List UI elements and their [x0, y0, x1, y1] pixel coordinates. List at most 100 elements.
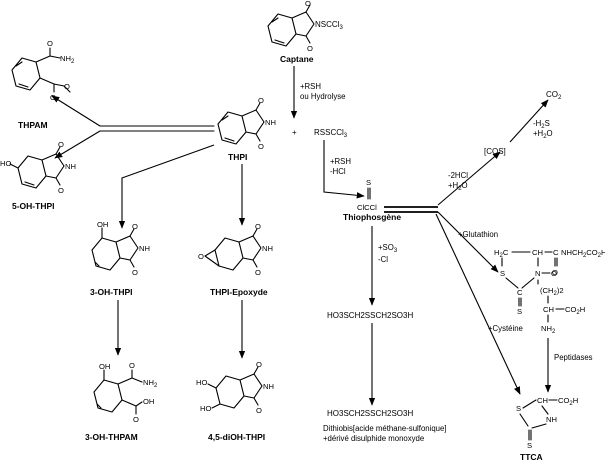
thiophosgene-label: Thiophosgène	[343, 212, 401, 222]
oh3-thpam-structure: OH O NH2 OH O	[93, 361, 158, 424]
ttca-s-label: S	[516, 404, 521, 413]
glu-h2c-label: H2C	[494, 248, 509, 259]
captane-label: Captane	[280, 54, 314, 64]
glu-nhch2co2h-label: NHCH2CO2H	[561, 248, 605, 259]
ttca-s2-label: S	[527, 441, 532, 450]
rssccl3-label: RSSCCl3	[314, 128, 348, 139]
oh3-o1-label: O	[132, 222, 138, 231]
co2-label: CO2	[546, 90, 562, 101]
glu-n-label: N	[535, 269, 540, 278]
captane-o1-label: O	[305, 0, 311, 8]
glu-co2h-label: CO2H	[565, 305, 585, 316]
oh5-thpi-structure: HO O O NH	[0, 140, 76, 195]
thpi-label: THPI	[228, 152, 247, 162]
thpam-o-label: O	[47, 39, 53, 48]
arrow-to-thiophosgene	[323, 140, 365, 199]
condition-glutathion: +Glutathion	[458, 230, 498, 239]
arrow-to-thpam	[51, 95, 101, 127]
condition-h2o-1: +H2O	[448, 181, 468, 192]
oh5-thpi-label: 5-OH-THPI	[12, 201, 55, 211]
thpam-o2-label: O	[64, 82, 70, 91]
condition-rsh-1: +RSH	[300, 82, 321, 91]
dioh-o1-label: O	[256, 360, 262, 369]
condition-h2o-2: +H2O	[533, 129, 553, 140]
glu-c-label: C	[553, 248, 559, 257]
epox-o2-label: O	[255, 268, 261, 277]
ttca-label: TTCA	[520, 452, 543, 462]
plus-sign: +	[292, 128, 297, 137]
condition-minus-h2s: -H2S	[533, 119, 550, 130]
glu-ch2-2-label: (CH2)2	[540, 286, 564, 297]
arrow-to-5oh-thpi	[54, 130, 101, 159]
dioh-o2-label: O	[256, 406, 262, 415]
condition-cl: -Cl	[378, 255, 388, 264]
condition-rsh-2: +RSH	[330, 157, 351, 166]
glutathion-adduct-structure: H2C CH C NHCH2CO2H O S N O C S (CH2)2 CH…	[494, 248, 605, 335]
condition-hcl: -HCl	[330, 167, 346, 176]
dioh-nh-label: NH	[263, 382, 274, 391]
thpi-epoxyde-structure: O O O NH	[198, 222, 273, 277]
thpi-epoxyde-label: THPI-Epoxyde	[210, 287, 268, 297]
thpi-nh-label: NH	[265, 118, 276, 127]
captane-structure: O O NSCCl3	[267, 0, 343, 53]
arrow-to-ttca-cysteine	[435, 213, 521, 395]
dioh-ho2-label: HO	[200, 404, 211, 413]
oh5-o1-label: O	[58, 140, 64, 149]
thiophosgene-structure: S ClCCl	[357, 178, 377, 212]
dithio-name-2: +dérivé disulphide monoxyde	[323, 434, 424, 443]
oh3thpam-oh2-label: OH	[143, 397, 154, 406]
ttca-nh-label: NH	[546, 415, 557, 424]
cos-label: [COS]	[484, 147, 506, 156]
epox-nh-label: NH	[262, 244, 273, 253]
oh3thpam-o2-label: O	[133, 415, 139, 424]
thpi-structure: O O NH	[217, 96, 276, 151]
ttca-ch-label: CH	[537, 396, 548, 405]
thpi-o1-label: O	[258, 96, 264, 105]
dithio-formula-2: HO3SCH2SSCH2SO3H	[327, 409, 413, 418]
thpam-o3-label: O	[50, 93, 56, 102]
dithio-name-1: Dithiobis[acide méthane-sulfonique]	[323, 424, 447, 433]
glu-s2-label: S	[517, 307, 522, 316]
captane-nsccl3-label: NSCCl3	[315, 20, 343, 31]
oh3thpam-nh2-label: NH2	[143, 378, 158, 389]
oh3thpam-oh-label: OH	[99, 362, 110, 371]
condition-so3: +SO3	[378, 243, 398, 254]
oh5-nh-label: NH	[65, 162, 76, 171]
glu-nh2-label: NH2	[541, 324, 556, 335]
oh3-o2-label: O	[132, 268, 138, 277]
oh3-thpi-label: 3-OH-THPI	[90, 287, 133, 297]
condition-peptidases: Peptidases	[554, 353, 593, 362]
condition-minus-2hcl: -2HCl	[448, 171, 468, 180]
epox-o1-label: O	[255, 222, 261, 231]
captane-o2-label: O	[307, 44, 313, 53]
oh3-thpi-structure: OH O O NH	[91, 220, 150, 277]
oh5-o2-label: O	[58, 186, 64, 195]
oh3-oh-label: OH	[97, 220, 108, 229]
glu-s-label: S	[500, 269, 505, 278]
glu-o-label: O	[552, 268, 558, 277]
thio-clccl-label: ClCCl	[357, 203, 377, 212]
arrow-to-glutathion-adduct	[437, 211, 499, 273]
oh3-thpam-label: 3-OH-THPAM	[85, 432, 138, 442]
arrow-to-co2	[509, 99, 549, 143]
thpam-label: THPAM	[18, 120, 48, 130]
diohthpi-label: 4,5-diOH-THPI	[208, 432, 265, 442]
dioh-ho1-label: HO	[196, 378, 207, 387]
glu-o2-label: O	[551, 269, 557, 278]
glu-ch2-label: CH	[543, 305, 554, 314]
thpam-structure: O NH2 O O	[11, 39, 75, 102]
arrow-to-cos	[437, 151, 501, 206]
thpi-o2-label: O	[258, 142, 264, 151]
condition-hydrolyse: ou Hydrolyse	[300, 92, 346, 101]
ttca-structure: S CH CO2H NH S	[516, 396, 578, 450]
oh3thpam-o-label: O	[129, 361, 135, 370]
thpam-nh2-label: NH2	[60, 54, 75, 65]
glu-c2-label: C	[517, 288, 523, 297]
condition-cysteine: +Cystéine	[488, 324, 523, 333]
arrow-to-3oh-thpi	[118, 144, 215, 229]
dithio-formula-1: HO3SCH2SSCH2SO3H	[327, 311, 413, 320]
epox-o-label: O	[198, 252, 204, 261]
thio-s-label: S	[366, 178, 371, 187]
oh3-nh-label: NH	[139, 244, 150, 253]
